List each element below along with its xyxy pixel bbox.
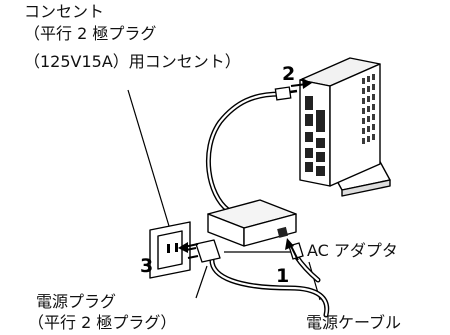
side-vents	[362, 74, 375, 144]
step-number-2: 2	[282, 63, 296, 85]
power-plug-icon	[185, 239, 221, 263]
arrow-step-1	[285, 238, 299, 261]
ac-adapter-icon	[207, 199, 297, 247]
outlet-label-line-2: （平行 2 極プラグ	[24, 24, 157, 43]
dc-cable	[206, 91, 283, 213]
power-cable	[209, 253, 330, 318]
step-number-3: 3	[140, 255, 154, 277]
rear-ports	[305, 96, 325, 176]
step-number-1: 1	[276, 265, 290, 287]
outlet-label-line-3: （125V15A）用コンセント）	[24, 52, 241, 71]
dc-connector-icon	[274, 86, 298, 101]
power-cable-label: 電源ケーブル	[306, 313, 402, 332]
ac-adapter-label: AC アダプタ	[307, 241, 398, 260]
desktop-pc-icon	[299, 57, 391, 197]
power-plug-label-line-1: 電源プラグ	[36, 292, 117, 311]
arrow-step-3	[178, 242, 199, 253]
power-plug-label-line-2: （平行 2 極プラグ）	[28, 313, 177, 332]
wall-outlet-icon	[149, 221, 191, 279]
outlet-label-line-1: コンセント	[24, 2, 105, 21]
arrow-step-2	[290, 78, 312, 89]
